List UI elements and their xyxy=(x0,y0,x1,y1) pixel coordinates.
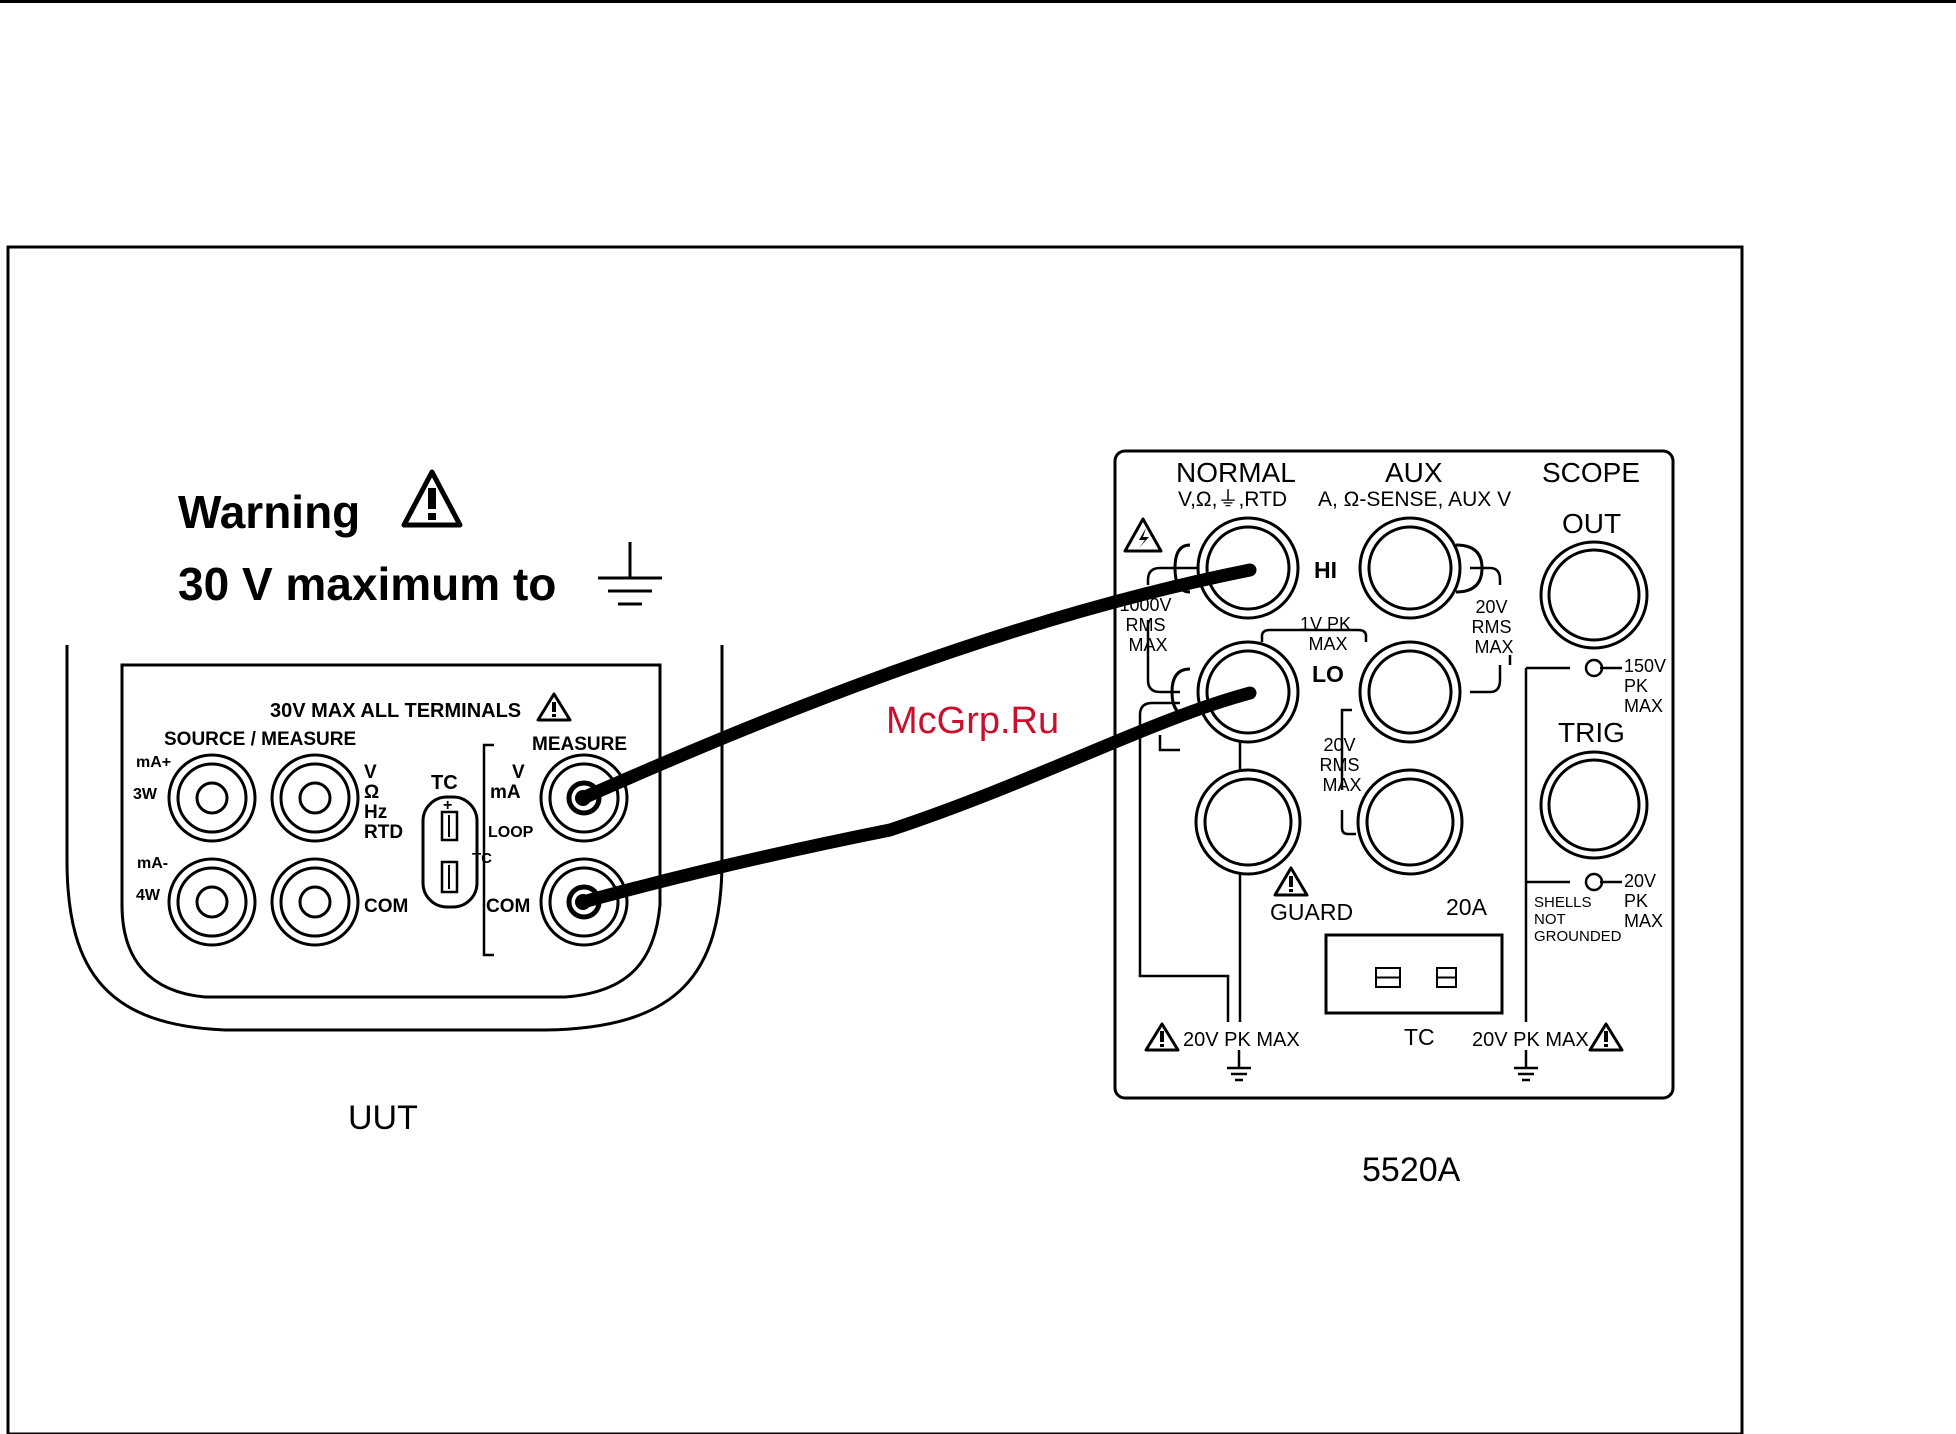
label-shells: SHELLS NOT GROUNDED xyxy=(1534,894,1622,945)
jack-scope-trig[interactable] xyxy=(1539,750,1649,860)
hv-warning-icon xyxy=(1123,517,1163,553)
label-aux-hi-rms: 20V RMS MAX xyxy=(1471,597,1516,657)
warning-title: Warning xyxy=(178,486,360,538)
jack-guard[interactable] xyxy=(1194,768,1302,876)
lead-lo-to-com xyxy=(576,686,1257,909)
uut-tc-socket[interactable] xyxy=(421,795,479,909)
watermark: McGrp.Ru xyxy=(886,700,1059,742)
label-left-rms: 1000V RMS MAX xyxy=(1119,595,1176,655)
calibrator-tc-socket[interactable] xyxy=(1324,933,1504,1015)
trig-shell-connector xyxy=(1584,872,1622,892)
label-out-limit: 150V PK MAX xyxy=(1624,656,1671,716)
uut-jack-v-ohm[interactable] xyxy=(270,753,360,843)
label-com-right: COM xyxy=(486,896,530,917)
calibrator-device: NORMAL V,Ω,⏚,RTD AUX A, Ω-SENSE, AUX V S… xyxy=(1113,449,1675,1189)
label-com-left: COM xyxy=(364,896,408,917)
label-rtd: RTD xyxy=(364,822,403,843)
label-loop: LOOP xyxy=(488,824,534,841)
uut-panel-title: 30V MAX ALL TERMINALS xyxy=(270,700,521,722)
label-tc-plus: + xyxy=(443,797,452,814)
label-20a: 20A xyxy=(1446,894,1488,920)
uut-warning-icon xyxy=(536,692,572,722)
uut-measure-label: MEASURE xyxy=(532,734,627,755)
label-pk-right: 20V PK MAX xyxy=(1472,1029,1589,1051)
label-pk-left: 20V PK MAX xyxy=(1183,1029,1300,1051)
header-scope: SCOPE xyxy=(1542,457,1640,488)
uut-device: 30V MAX ALL TERMINALS SOURCE / MEASURE M… xyxy=(65,645,724,1137)
chassis-ground-left-icon xyxy=(1227,1050,1251,1082)
uut-label: UUT xyxy=(348,1099,418,1137)
calibrator-label: 5520A xyxy=(1362,1151,1461,1189)
label-3w: 3W xyxy=(133,786,158,803)
label-hz: Hz xyxy=(364,802,387,823)
lead-hi-plug-uut xyxy=(575,790,591,806)
label-ohm: Ω xyxy=(364,782,379,803)
warning-text: 30 V maximum to xyxy=(178,558,556,610)
label-v: V xyxy=(364,762,377,783)
uut-jack-ma-minus[interactable] xyxy=(167,857,257,947)
bottom-left-warning-icon xyxy=(1144,1022,1180,1052)
header-normal: NORMAL xyxy=(1176,457,1296,488)
out-shell-connector xyxy=(1584,658,1622,678)
header-normal-sub: V,Ω,⏚,RTD xyxy=(1178,488,1287,511)
label-mv: V xyxy=(512,762,525,783)
uut-jack-com-left[interactable] xyxy=(270,857,360,947)
label-4w: 4W xyxy=(136,887,161,904)
jack-scope-out[interactable] xyxy=(1539,540,1649,650)
uut-jack-ma-plus[interactable] xyxy=(167,753,257,843)
lead-lo-plug-uut xyxy=(575,894,591,910)
calibrator-panel xyxy=(1113,449,1675,1100)
label-aux-lo-rms: 20V RMS MAX xyxy=(1319,735,1364,795)
label-guard: GUARD xyxy=(1270,899,1353,925)
header-aux-sub: A, Ω-SENSE, AUX V xyxy=(1318,488,1511,511)
label-hi: HI xyxy=(1314,557,1337,583)
lead-hi-to-v xyxy=(576,563,1257,805)
uut-body-outline xyxy=(65,645,724,1032)
figure-frame xyxy=(6,245,1744,1434)
label-tc: TC xyxy=(431,772,458,794)
measure-bracket xyxy=(482,743,494,957)
header-out: OUT xyxy=(1562,508,1621,539)
label-tc-small: TC xyxy=(472,850,492,867)
header-aux: AUX xyxy=(1385,457,1443,488)
label-ma-plus: mA+ xyxy=(136,754,171,771)
label-ma-minus: mA- xyxy=(137,855,168,872)
header-trig: TRIG xyxy=(1558,717,1625,748)
test-leads xyxy=(576,563,1257,909)
label-ma: mA xyxy=(490,782,521,803)
warning-block: Warning 30 V maximum to xyxy=(178,469,662,610)
ground-icon xyxy=(598,542,662,606)
uut-source-measure: SOURCE / MEASURE xyxy=(164,729,356,750)
chassis-ground-right-icon xyxy=(1514,1050,1538,1082)
jack-20a[interactable] xyxy=(1356,768,1464,876)
label-tc-calibrator: TC xyxy=(1404,1024,1435,1050)
label-lo: LO xyxy=(1312,661,1344,687)
warning-triangle-icon xyxy=(401,469,463,528)
jack-aux-lo[interactable] xyxy=(1358,640,1462,744)
label-trig-limit: 20V PK MAX xyxy=(1624,871,1663,931)
jack-aux-hi[interactable] xyxy=(1358,516,1484,620)
uut-panel-outline xyxy=(120,663,662,999)
label-lo-limit: 1V PK MAX xyxy=(1300,614,1356,654)
bottom-right-warning-icon xyxy=(1588,1022,1624,1052)
guard-warning-icon xyxy=(1273,866,1309,897)
